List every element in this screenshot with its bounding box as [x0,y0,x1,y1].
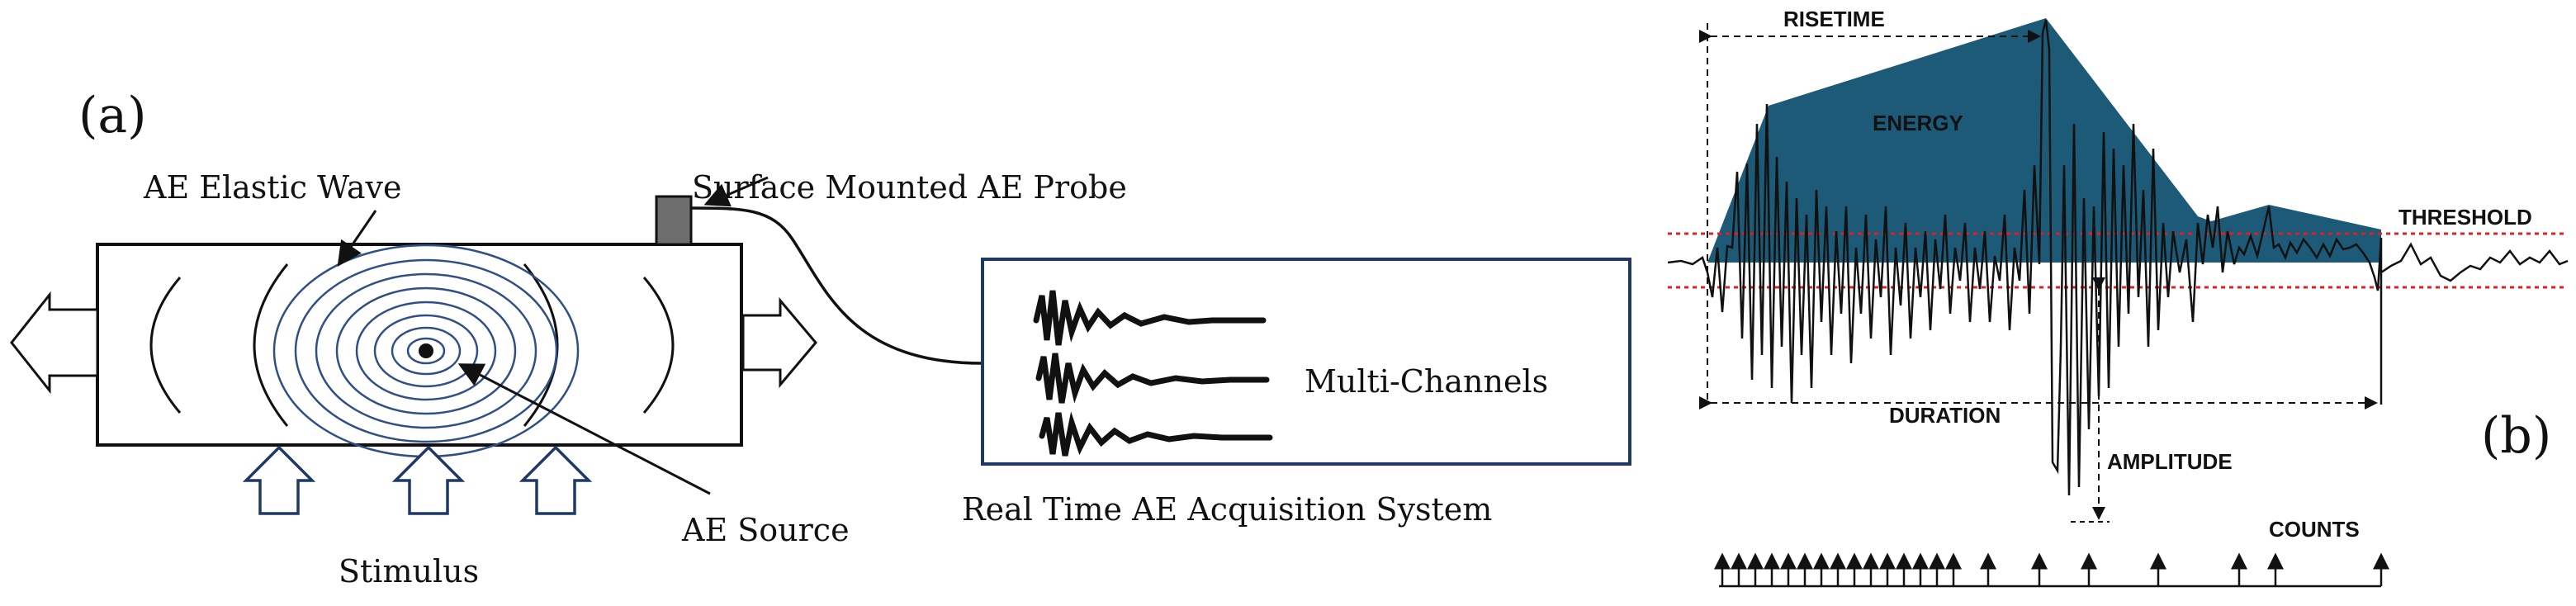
system-label: Real Time AE Acquisition System [962,491,1492,528]
panel-b-label: (b) [2481,407,2551,465]
panel-b: RISETIME ENERGY THRESHOLD DURATION AMPLI… [1667,7,2569,588]
left-tension-arrow [10,291,99,395]
count-ticks [1714,552,2389,586]
energy-label: ENERGY [1873,111,1963,135]
source-arrow [457,363,711,495]
energy-envelope [1707,18,2381,263]
channel-waveforms [1033,290,1273,457]
counts-label: COUNTS [2269,517,2360,542]
elastic-wave-arrow [337,210,377,267]
wave-arcs [149,263,675,427]
right-tension-arrow [741,296,817,389]
panel-a-label: (a) [78,87,147,144]
specimen-bar [96,243,743,447]
probe-label: Surface Mounted AE Probe [692,169,1127,206]
stimulus-label: Stimulus [339,553,479,589]
acquisition-box [981,258,1631,466]
probe-arrow [703,176,769,207]
duration-label: DURATION [1889,403,2001,428]
source-label: AE Source [681,512,850,548]
ae-probe [655,195,693,246]
elastic-wave-label: AE Elastic Wave [143,169,401,206]
ae-signal-waveform [1667,19,2569,496]
amplitude-label: AMPLITUDE [2107,449,2233,474]
stimulus-arrows [242,445,593,515]
probe-cable [690,206,983,365]
threshold-label: THRESHOLD [2398,205,2532,230]
elastic-wave-rings [272,244,580,458]
panel-a: (a) AE Elastic Wave Surface Mounted AE P… [10,87,1631,589]
risetime-label: RISETIME [1783,7,1885,31]
ae-source-dot [419,343,433,358]
channels-label: Multi-Channels [1305,363,1548,400]
